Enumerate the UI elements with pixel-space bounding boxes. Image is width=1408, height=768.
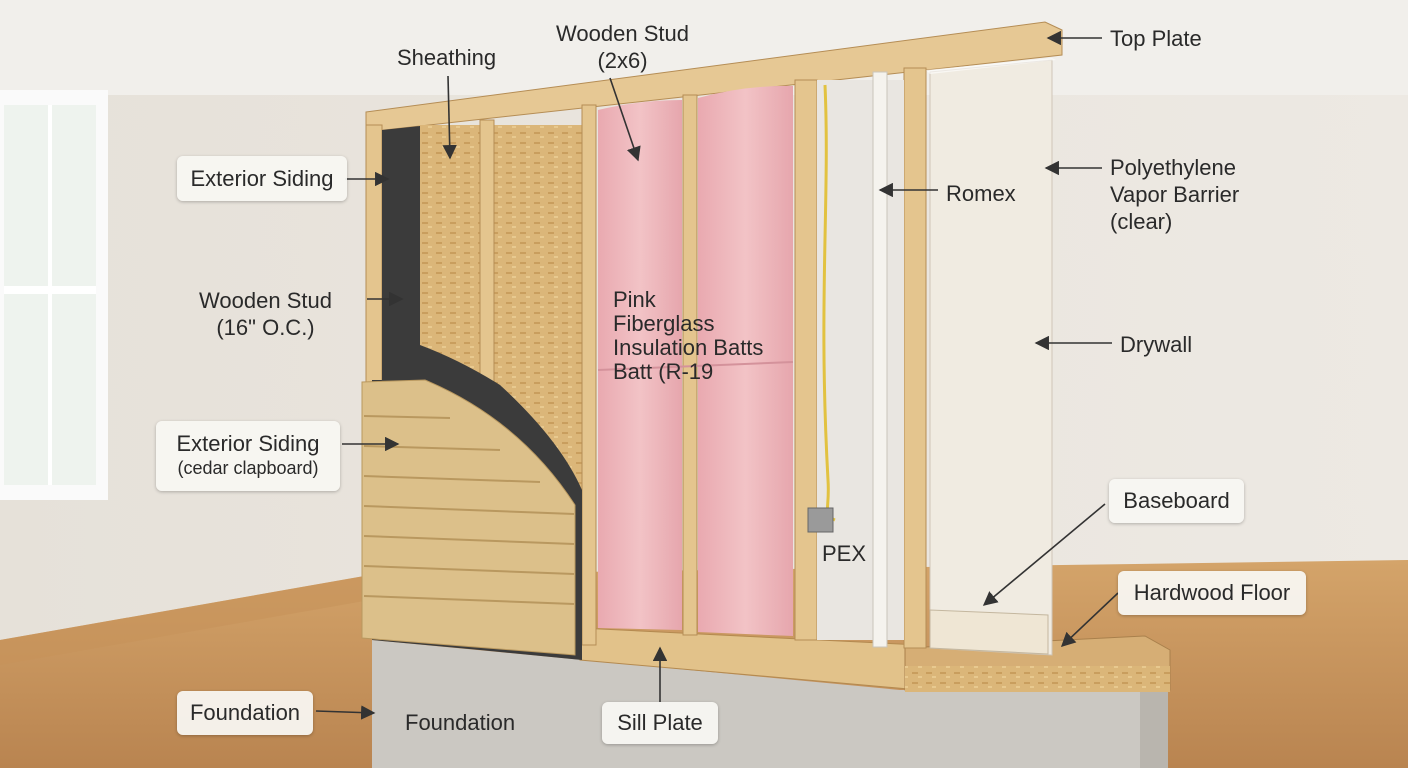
wooden-stud-top-line2: (2x6) — [597, 48, 648, 73]
vapor-barrier-line3: (clear) — [1110, 209, 1173, 234]
insulation-line2: Fiberglass — [613, 311, 715, 336]
wooden-stud-top-label: Wooden Stud (2x6) — [545, 20, 700, 74]
exterior-siding-lower-label: Exterior Siding (cedar clapboard) — [156, 421, 340, 491]
cedar-clapboard-siding — [361, 379, 576, 656]
wooden-stud-top-line1: Wooden Stud — [556, 21, 689, 46]
subfloor-osb — [905, 666, 1170, 692]
electrical-box — [807, 507, 834, 533]
hardwood-floor-label: Hardwood Floor — [1118, 571, 1306, 615]
pex-pipe — [872, 71, 888, 648]
top-plate-label: Top Plate — [1110, 26, 1202, 51]
exterior-siding-lower-line1: Exterior Siding — [176, 431, 320, 456]
arrow-foundation — [315, 705, 376, 720]
arrow-wooden-stud-top — [609, 77, 641, 162]
studs — [365, 67, 927, 649]
vapor-barrier-line1: Polyethylene — [1110, 155, 1236, 180]
foundation-block — [372, 640, 1140, 768]
insulation-line4: Batt (R-19 — [613, 359, 714, 384]
wooden-stud-left-label: Wooden Stud (16" O.C.) — [188, 287, 343, 341]
exterior-siding-upper-label: Exterior Siding — [177, 156, 347, 201]
insulation-label: Pink Fiberglass Insulation Batts Batt (R… — [613, 288, 763, 384]
foundation-box-label: Foundation — [177, 691, 313, 735]
arrow-baseboard — [982, 503, 1106, 606]
sill-plate-label: Sill Plate — [602, 702, 718, 744]
window — [0, 90, 108, 500]
exterior-siding-lower-line2: (cedar clapboard) — [177, 458, 319, 478]
vapor-barrier-line2: Vapor Barrier — [1110, 182, 1240, 207]
open-bay — [817, 80, 904, 640]
drywall-label: Drywall — [1120, 332, 1193, 357]
insulation-batts — [597, 85, 794, 636]
baseboard-label: Baseboard — [1109, 479, 1244, 523]
insulation-line3: Insulation Batts — [613, 335, 764, 360]
pex-label: PEX — [822, 541, 867, 566]
insulation-line1: Pink — [613, 287, 656, 312]
drywall-panel — [929, 59, 1053, 656]
foundation-text-label: Foundation — [405, 710, 516, 735]
vapor-barrier — [926, 58, 1056, 74]
arrow-hardwood-floor — [1060, 592, 1119, 647]
romex-label: Romex — [946, 181, 1016, 206]
wooden-stud-left-line1: Wooden Stud — [199, 288, 332, 313]
arrow-sheathing — [442, 75, 457, 160]
floor-shade — [0, 575, 370, 665]
baseboard-trim — [929, 609, 1049, 655]
leader-arrows — [315, 30, 1119, 720]
vapor-barrier-label: Polyethylene Vapor Barrier (clear) — [1110, 154, 1239, 235]
sheathing-label: Sheathing — [397, 45, 497, 70]
foundation-side — [1140, 670, 1168, 768]
wooden-stud-left-line2: (16" O.C.) — [216, 315, 315, 340]
